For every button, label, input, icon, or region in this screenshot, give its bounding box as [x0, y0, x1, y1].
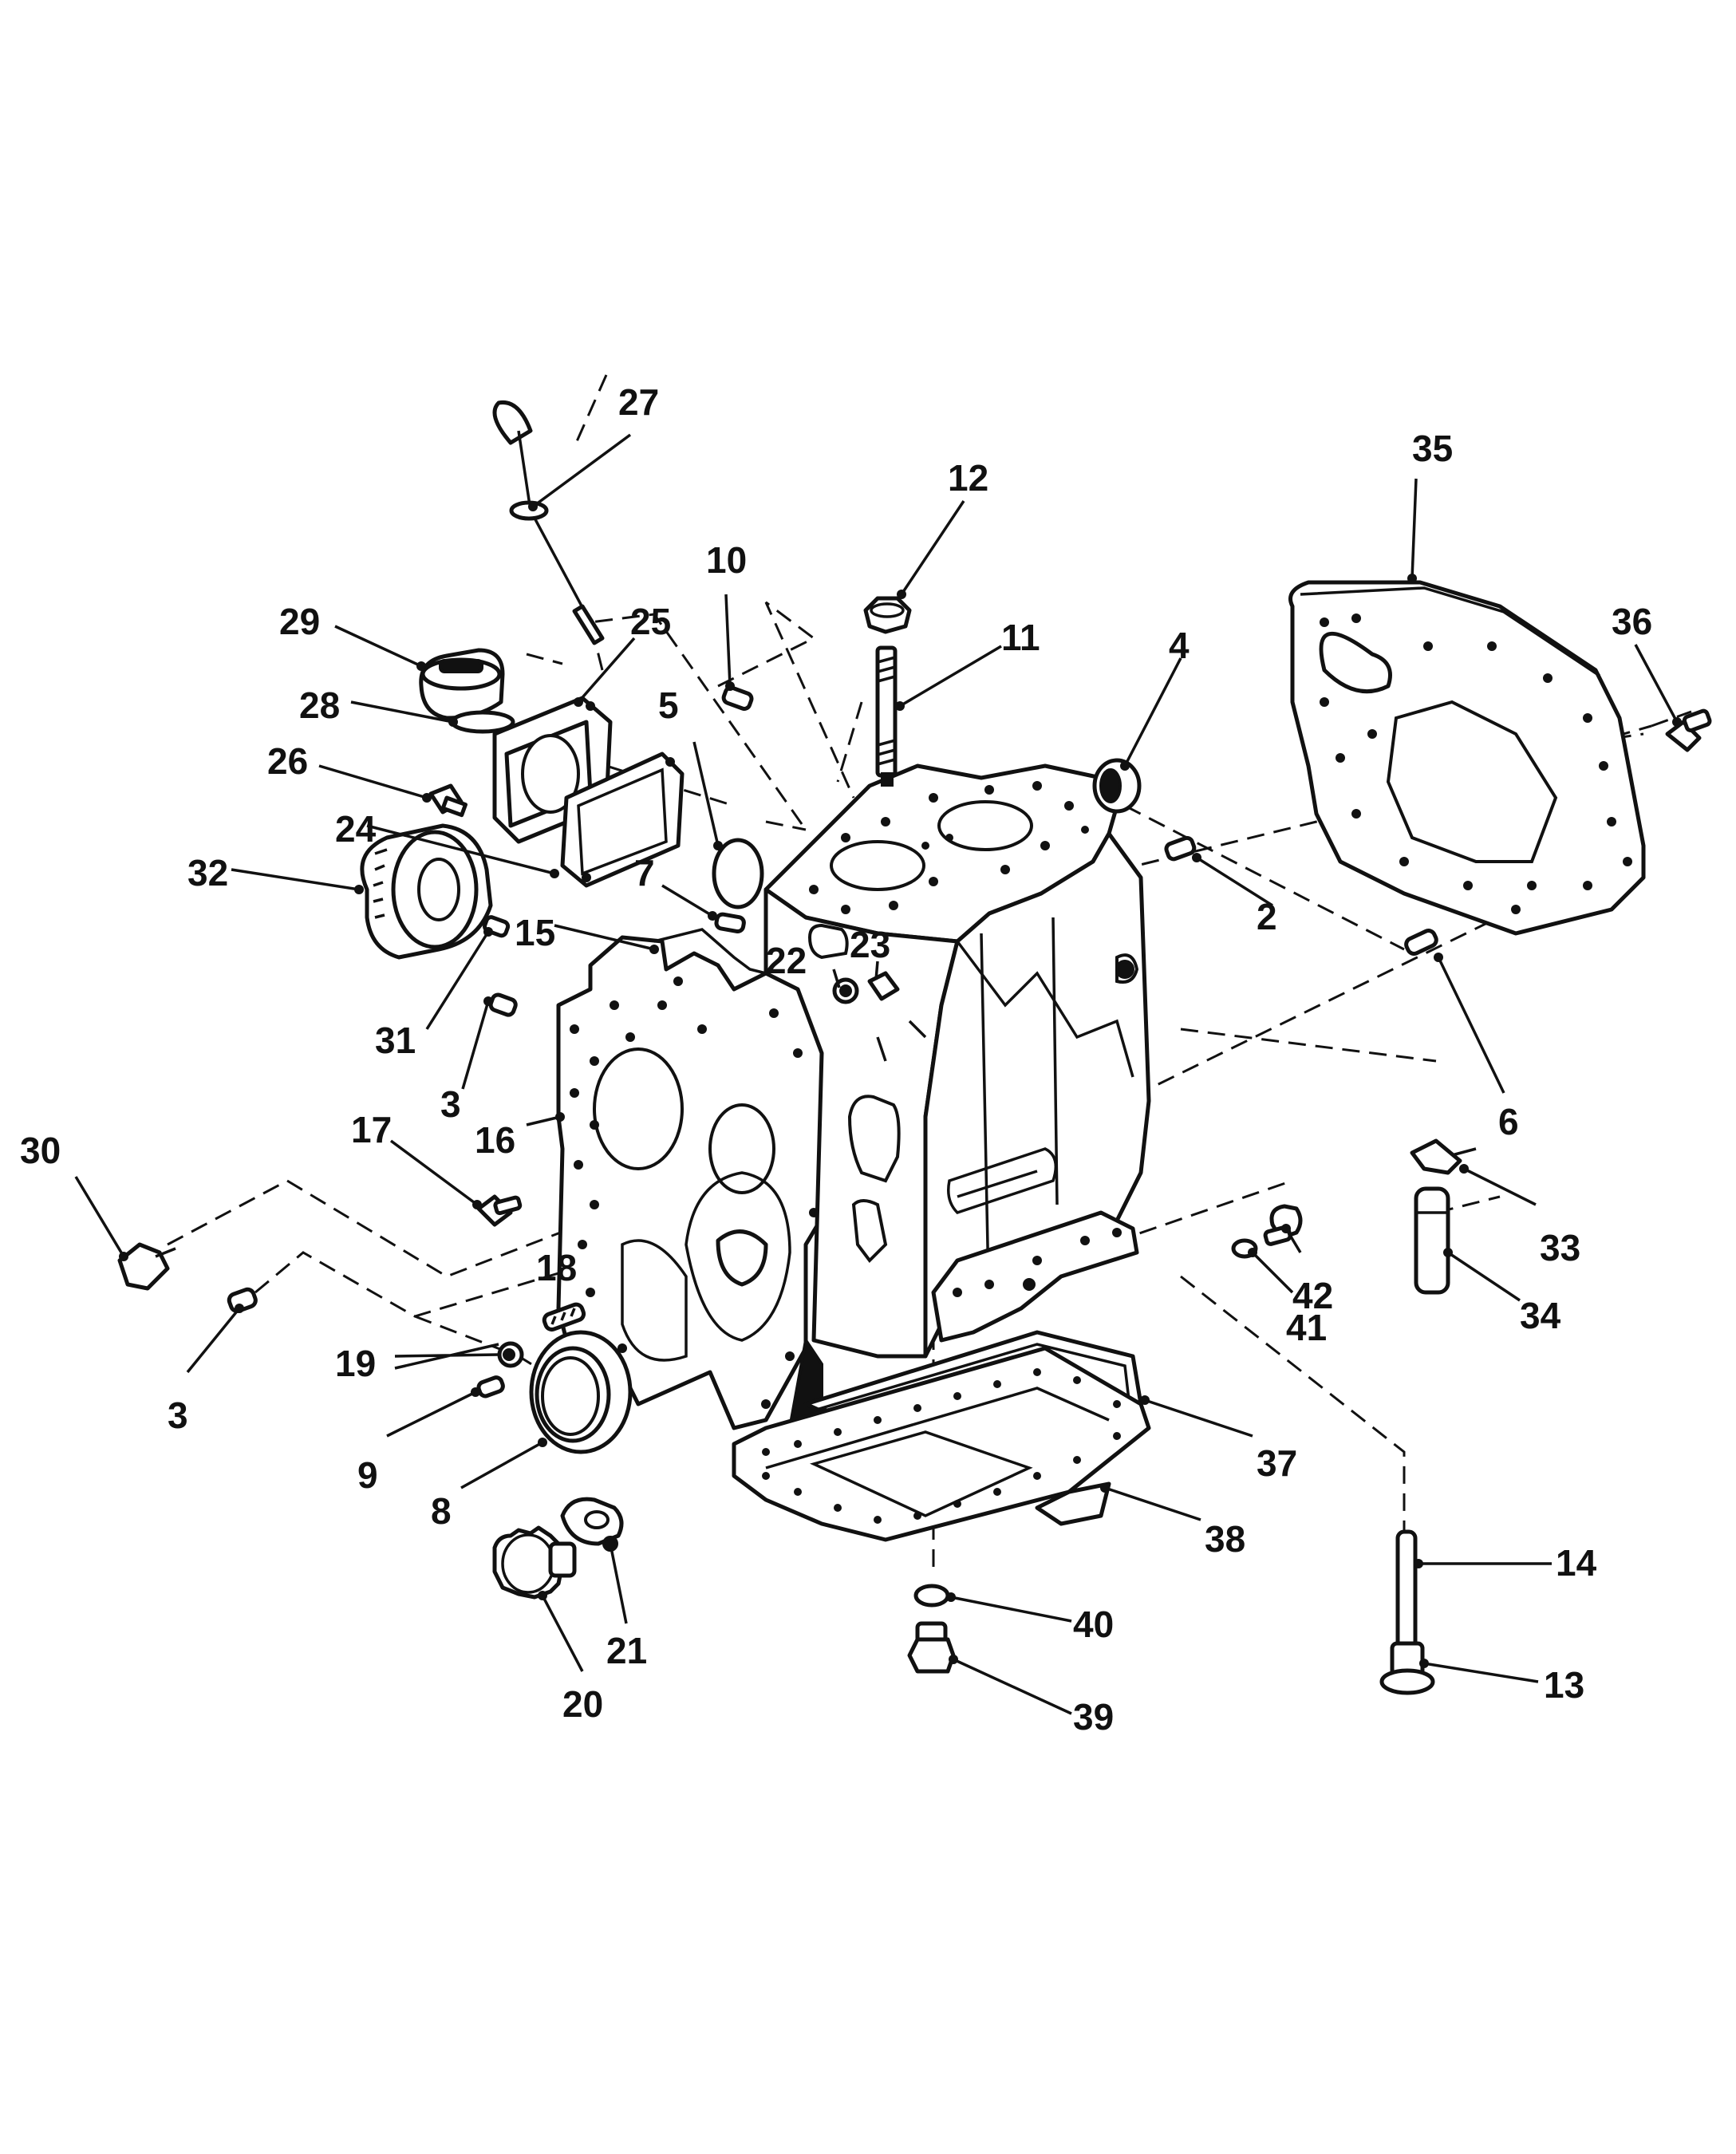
- callout-10: 10: [706, 539, 747, 581]
- callout-3-upper: 3: [440, 1083, 461, 1125]
- sender-33[interactable]: [1410, 1138, 1477, 1175]
- callout-27: 27: [618, 381, 659, 423]
- callout-29: 29: [279, 601, 320, 642]
- cylinder-block[interactable]: [763, 763, 1151, 1359]
- sleeve-34[interactable]: [1414, 1186, 1450, 1295]
- fitting-19[interactable]: [497, 1341, 524, 1368]
- callout-9: 9: [357, 1454, 378, 1496]
- callout-19: 19: [335, 1343, 376, 1384]
- idler-gear[interactable]: [492, 1525, 577, 1600]
- nut-12[interactable]: [863, 596, 912, 634]
- seal-ring-5[interactable]: [712, 838, 764, 909]
- callout-2: 2: [1257, 896, 1277, 937]
- callout-32: 32: [187, 852, 228, 894]
- callout-6: 6: [1498, 1101, 1519, 1142]
- callout-7: 7: [634, 852, 655, 894]
- dowel-pin-7[interactable]: [714, 912, 746, 934]
- callout-5: 5: [658, 684, 679, 726]
- pin-18[interactable]: [542, 1302, 586, 1332]
- sensor-36[interactable]: [1665, 708, 1712, 752]
- callout-12: 12: [948, 457, 988, 499]
- plug-3-upper[interactable]: [488, 992, 518, 1017]
- sender-30[interactable]: [117, 1242, 176, 1291]
- callout-21: 21: [606, 1630, 647, 1671]
- drain-washer[interactable]: [913, 1584, 950, 1608]
- rear-end-plate[interactable]: [1288, 580, 1646, 936]
- tappet[interactable]: [1379, 1641, 1435, 1695]
- leader-lines: [74, 433, 1679, 1715]
- callout-20: 20: [562, 1683, 603, 1725]
- plug-22[interactable]: [832, 977, 859, 1004]
- callout-42: 42: [1292, 1275, 1333, 1316]
- callout-34: 34: [1520, 1295, 1561, 1336]
- pin-9[interactable]: [476, 1375, 505, 1399]
- callout-11: 11: [1001, 617, 1040, 658]
- dowel-pin-2[interactable]: [1164, 835, 1197, 862]
- callout-23: 23: [850, 924, 890, 965]
- oil-filler-cap[interactable]: [419, 648, 505, 720]
- callout-25: 25: [630, 601, 671, 642]
- callout-39: 39: [1073, 1696, 1114, 1738]
- front-crank-seal[interactable]: [529, 1330, 633, 1454]
- callout-4: 4: [1169, 625, 1190, 666]
- callout-13: 13: [1544, 1664, 1584, 1706]
- drain-plug[interactable]: [907, 1621, 956, 1674]
- oil-filter[interactable]: [360, 823, 493, 960]
- stud-11[interactable]: [875, 645, 898, 787]
- expansion-plug-4[interactable]: [1092, 758, 1142, 814]
- callout-30: 30: [20, 1130, 61, 1171]
- housing-gasket[interactable]: [560, 752, 685, 888]
- callout-15: 15: [515, 912, 555, 953]
- callout-16: 16: [475, 1119, 515, 1161]
- oil-pan[interactable]: [732, 1346, 1151, 1542]
- callout-37: 37: [1257, 1442, 1297, 1484]
- callout-3-lower: 3: [168, 1395, 188, 1436]
- dowel-10[interactable]: [721, 685, 754, 711]
- dowel-pin-6[interactable]: [1404, 929, 1438, 956]
- front-gear-plate[interactable]: [556, 935, 856, 1430]
- callout-17: 17: [351, 1109, 392, 1150]
- callout-8: 8: [431, 1490, 452, 1532]
- callout-38: 38: [1205, 1518, 1245, 1560]
- bolt-17[interactable]: [476, 1194, 523, 1227]
- callout-26: 26: [267, 740, 308, 782]
- callout-41: 41: [1286, 1307, 1327, 1348]
- callout-18: 18: [536, 1247, 577, 1288]
- callout-24: 24: [335, 808, 377, 850]
- callout-36: 36: [1612, 601, 1652, 642]
- callout-40: 40: [1073, 1604, 1114, 1645]
- callout-14: 14: [1556, 1542, 1597, 1584]
- callout-31: 31: [375, 1020, 416, 1061]
- push-rod[interactable]: [1395, 1529, 1418, 1654]
- arrowheads: [119, 502, 1682, 1668]
- housing-bolt[interactable]: [428, 783, 468, 818]
- oil-dipstick[interactable]: [492, 400, 605, 645]
- callout-33: 33: [1540, 1227, 1580, 1268]
- callout-28: 28: [299, 684, 340, 726]
- callout-35: 35: [1412, 428, 1453, 469]
- idler-shaft[interactable]: [560, 1497, 624, 1552]
- callout-22: 22: [766, 940, 807, 981]
- callout-labels: 27 12 10 11 35 29 25 5 4 36 28 26 24 32 …: [20, 381, 1652, 1738]
